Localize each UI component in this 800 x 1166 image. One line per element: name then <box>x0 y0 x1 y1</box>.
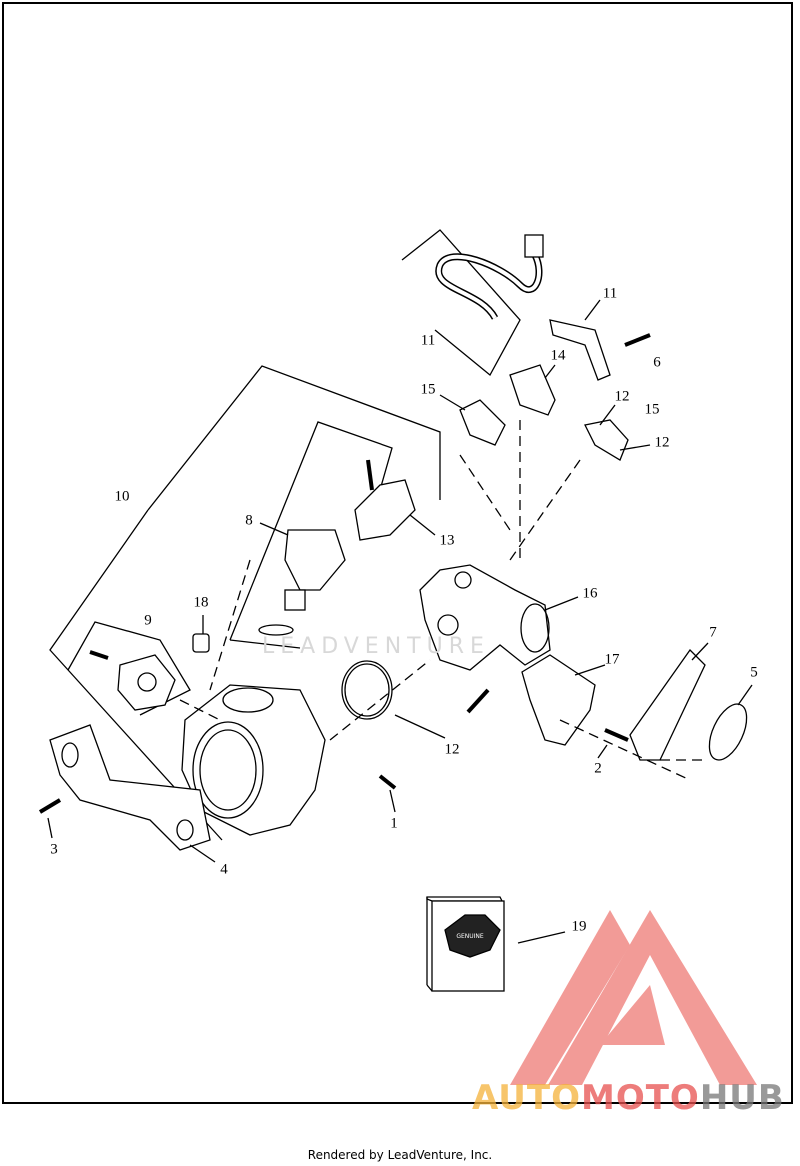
callout-6: 6 <box>653 354 661 371</box>
sensor-14 <box>509 364 556 416</box>
callout-8: 8 <box>245 512 253 529</box>
group-bracket-11 <box>401 229 521 376</box>
o-ring <box>341 660 393 720</box>
callout-16: 16 <box>582 585 598 602</box>
group-bracket-10 <box>147 365 441 511</box>
callout-14: 14 <box>550 347 566 364</box>
bracket-4 <box>49 724 211 851</box>
callout-10: 10 <box>114 488 130 505</box>
gasket-7 <box>629 648 706 761</box>
callout-12: 12 <box>614 388 630 405</box>
callout-15: 15 <box>644 401 660 418</box>
injector-left <box>459 399 506 446</box>
bracket-11 <box>549 319 611 381</box>
brand-moto: MOTO <box>580 1078 700 1118</box>
watermark-text: LEADVENTURE <box>262 634 490 659</box>
callout-12: 12 <box>444 741 460 758</box>
bolt-2 <box>604 728 629 742</box>
cap-18 <box>192 633 210 653</box>
bolt-1 <box>378 774 397 790</box>
genuine-parts-kit-icon: GENUINE <box>426 896 505 992</box>
seal-5 <box>708 703 748 761</box>
callout-3: 3 <box>50 841 58 858</box>
footer-credit: Rendered by LeadVenture, Inc. <box>307 1148 493 1162</box>
group-bracket-9 <box>67 621 191 716</box>
bolt-3 <box>38 798 62 814</box>
idle-air-control <box>284 529 346 591</box>
callout-11: 11 <box>602 285 618 302</box>
callout-13: 13 <box>439 532 455 549</box>
callout-7: 7 <box>709 624 717 641</box>
callout-18: 18 <box>193 594 209 611</box>
callout-15: 15 <box>420 381 436 398</box>
callout-17: 17 <box>604 651 620 668</box>
callout-12: 12 <box>654 434 670 451</box>
automotohub-logo-icon <box>510 910 757 1085</box>
automotohub-brand: AUTOMOTOHUB <box>472 1078 785 1118</box>
diagram-frame <box>2 2 793 1104</box>
callout-11: 11 <box>420 332 436 349</box>
leader-lines <box>47 299 753 944</box>
callout-1: 1 <box>390 815 398 832</box>
callout-4: 4 <box>220 861 228 878</box>
bolt-12 <box>466 688 490 714</box>
brand-hub: HUB <box>699 1078 785 1118</box>
svg-text:GENUINE: GENUINE <box>456 933 484 940</box>
group-bracket-8 <box>229 421 393 641</box>
callout-2: 2 <box>594 760 602 777</box>
map-sensor <box>521 654 596 746</box>
brand-auto: AUTO <box>472 1078 581 1118</box>
callout-19: 19 <box>571 918 587 935</box>
intake-manifold <box>419 564 551 671</box>
injector-right <box>584 419 629 461</box>
callout-5: 5 <box>750 664 758 681</box>
sensor-13 <box>354 479 416 541</box>
callout-9: 9 <box>144 612 152 629</box>
throttle-position-sensor <box>117 654 176 711</box>
